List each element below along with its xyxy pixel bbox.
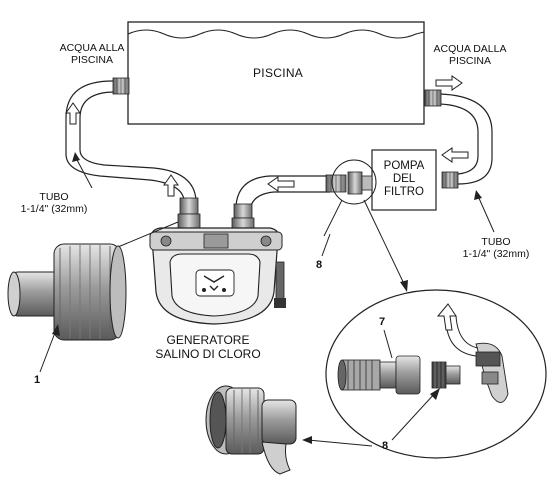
pump-line3: FILTRO xyxy=(374,186,434,199)
hose-right-line1: TUBO xyxy=(446,236,546,248)
water-to-pool-line2: PISCINA xyxy=(43,54,141,66)
pool-return-fitting xyxy=(113,78,129,94)
filter-pump-label: POMPA DEL FILTRO xyxy=(374,160,434,199)
callout-1: 1 xyxy=(34,374,40,386)
chlorine-generator xyxy=(150,228,286,324)
callout-8-bottom: 8 xyxy=(382,440,388,452)
flow-up-arrow xyxy=(66,103,80,124)
hose-right-line2: 1-1/4" (32mm) xyxy=(446,248,546,260)
generator-label: GENERATORE SALINO DI CLORO xyxy=(148,333,268,361)
water-from-pool-line1: ACQUA DALLA xyxy=(420,43,520,55)
generator-outlet-coupler xyxy=(178,198,200,232)
part-8-adapter-detail xyxy=(432,362,460,388)
hose-left-line2: 1-1/4" (32mm) xyxy=(4,203,104,215)
flow-left-arrow-pump xyxy=(442,148,468,162)
flow-up-arrow-generator xyxy=(164,175,178,196)
generator-line1: GENERATORE xyxy=(148,333,268,347)
pool-suction-fitting xyxy=(425,90,441,106)
water-to-pool-line1: ACQUA ALLA xyxy=(43,42,141,54)
flow-left-arrow-hose xyxy=(268,177,294,191)
part-8-threaded-adapter xyxy=(206,386,296,474)
part-7-adapter xyxy=(380,356,420,394)
detail-inset xyxy=(326,290,546,458)
water-from-pool-label: ACQUA DALLA PISCINA xyxy=(420,43,520,67)
flow-right-arrow xyxy=(436,76,462,90)
water-to-pool-label: ACQUA ALLA PISCINA xyxy=(43,42,141,66)
pump-line1: POMPA xyxy=(374,160,434,173)
callout-1-leader xyxy=(40,330,56,372)
hose-left-label: TUBO 1-1/4" (32mm) xyxy=(4,191,104,215)
callout-7: 7 xyxy=(379,316,385,328)
pump-inlet-fitting xyxy=(442,172,458,188)
suction-hose xyxy=(440,94,492,184)
pump-line2: DEL xyxy=(374,173,434,186)
hose-right-label: TUBO 1-1/4" (32mm) xyxy=(446,236,546,260)
part-1-union-coupler xyxy=(8,244,126,340)
water-from-pool-line2: PISCINA xyxy=(420,55,520,67)
callout-8-top: 8 xyxy=(316,259,322,271)
pool-label: PISCINA xyxy=(253,66,303,80)
detail-corrugated-hose xyxy=(338,360,380,390)
generator-line2: SALINO DI CLORO xyxy=(148,347,268,361)
hose-left-line1: TUBO xyxy=(4,191,104,203)
